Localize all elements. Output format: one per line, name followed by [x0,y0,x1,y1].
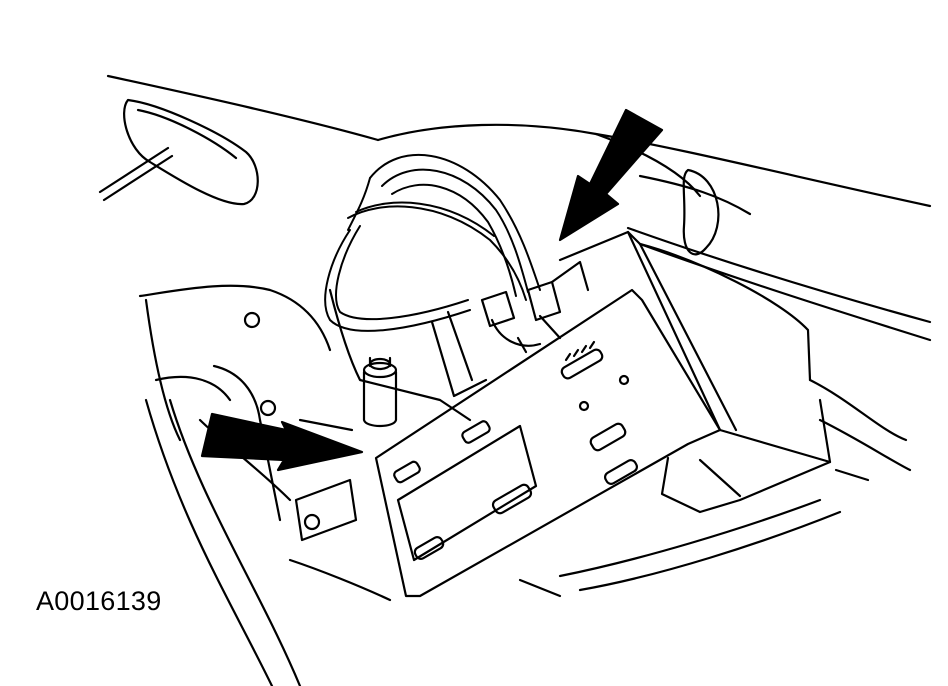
wiring-harness [324,153,541,332]
mounting-bolt [362,356,398,428]
lower-trim [518,498,842,598]
callout-arrows [200,108,664,472]
arrow-lower-left [200,412,364,472]
connectors [480,260,590,354]
arrow-upper-right [558,108,664,242]
figure-id: A0016139 [36,586,162,616]
pull-handle [98,98,259,206]
left-housing [138,284,472,686]
mounting-bracket [374,288,722,598]
dashboard-shell [106,74,932,342]
module-body [558,230,912,514]
